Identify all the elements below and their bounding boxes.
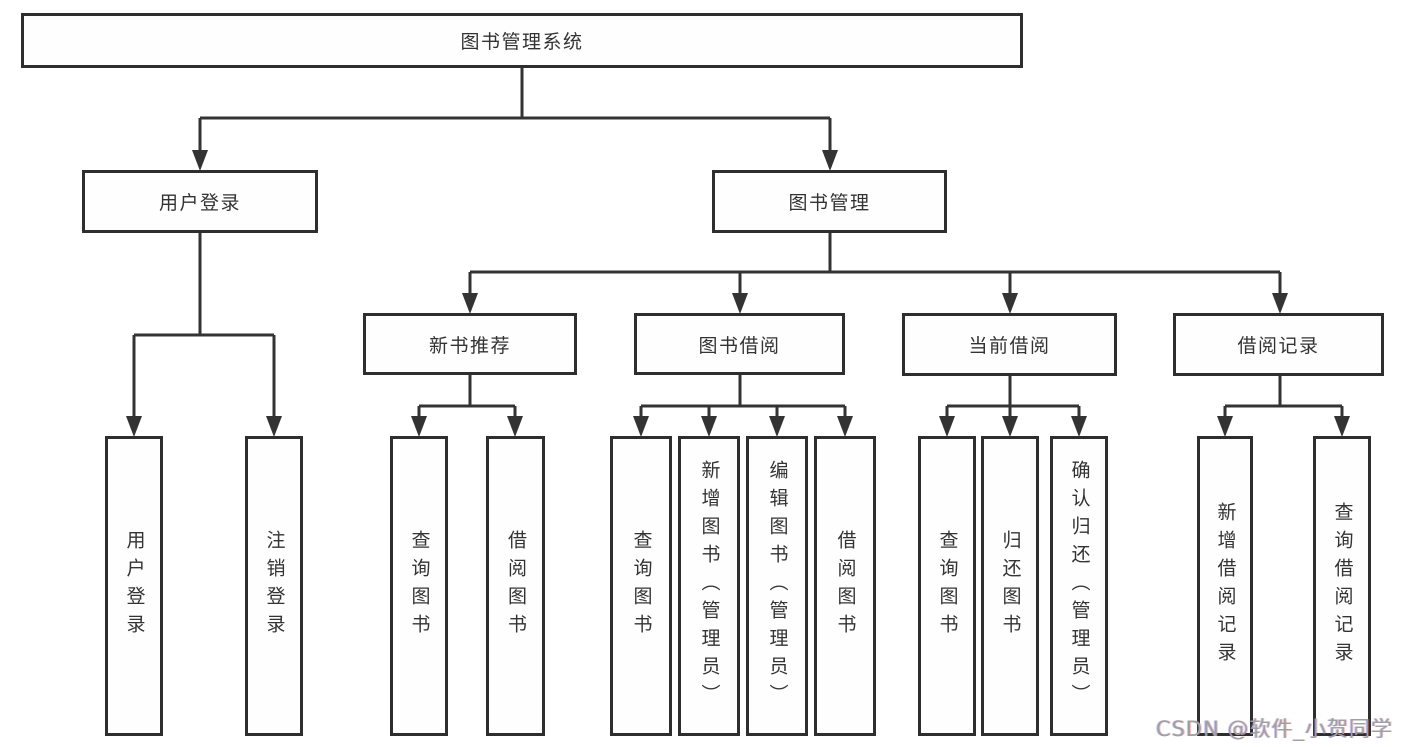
node-label: 图书管理 bbox=[788, 192, 871, 214]
leaf-user-login: 用户登录 bbox=[105, 436, 163, 736]
node-label: 查询图书 bbox=[408, 530, 431, 642]
connector-book-borrow-children bbox=[639, 375, 847, 418]
node-label: 新书推荐 bbox=[428, 334, 511, 357]
node-user-login: 用户登录 bbox=[82, 170, 318, 233]
connector-user-login-children bbox=[132, 233, 276, 418]
leaf-add-borrow-record: 新增借阅记录 bbox=[1197, 436, 1253, 736]
node-label: 查询图书 bbox=[936, 530, 959, 642]
arrowhead-nb-borrow bbox=[507, 416, 523, 437]
leaf-edit-books-admin: 编辑图书（管理员） bbox=[746, 436, 808, 736]
node-label: 确认归还（管理员） bbox=[1068, 460, 1091, 712]
node-label: 新增借阅记录 bbox=[1214, 502, 1237, 670]
leaf-query-books-recommend: 查询图书 bbox=[390, 436, 448, 736]
leaf-borrow-books-recommend: 借阅图书 bbox=[486, 436, 545, 736]
leaf-add-books-admin: 新增图书（管理员） bbox=[678, 436, 740, 736]
node-label: 借阅记录 bbox=[1237, 335, 1320, 357]
connector-new-book-rec-children bbox=[417, 375, 517, 418]
node-label: 归还图书 bbox=[999, 530, 1022, 642]
leaf-query-books-current: 查询图书 bbox=[918, 436, 976, 736]
node-borrowing-records: 借阅记录 bbox=[1173, 313, 1384, 376]
arrowhead-user-login bbox=[192, 150, 208, 171]
arrowhead-cb-return bbox=[1002, 416, 1018, 437]
arrowhead-ul-logout bbox=[266, 416, 282, 437]
arrowhead-br-query bbox=[1334, 416, 1350, 437]
arrowhead-cb-query bbox=[939, 416, 955, 437]
arrowhead-nb-query bbox=[411, 416, 427, 437]
arrowhead-br-add bbox=[1217, 416, 1233, 437]
arrowhead-bb-borrow bbox=[837, 416, 853, 437]
arrowhead-book-borrow bbox=[732, 293, 748, 314]
node-new-book-recommendation: 新书推荐 bbox=[363, 313, 577, 375]
node-label: 图书借阅 bbox=[698, 334, 781, 357]
arrowhead-new-book-rec bbox=[462, 293, 478, 314]
connector-borrow-record-children bbox=[1223, 376, 1344, 418]
leaf-return-books: 归还图书 bbox=[981, 436, 1039, 736]
node-book-borrowing: 图书借阅 bbox=[634, 313, 845, 375]
node-label: 当前借阅 bbox=[968, 335, 1051, 357]
node-label: 编辑图书（管理员） bbox=[766, 460, 789, 712]
node-library-management-system: 图书管理系统 bbox=[21, 13, 1023, 68]
leaf-query-books-borrow: 查询图书 bbox=[610, 436, 672, 736]
node-label: 注销登录 bbox=[263, 530, 286, 642]
csdn-watermark: CSDN @软件_小贺同学 bbox=[1155, 717, 1393, 741]
leaf-query-borrow-record: 查询借阅记录 bbox=[1313, 436, 1371, 736]
node-current-borrowing: 当前借阅 bbox=[902, 313, 1117, 376]
arrowhead-bb-edit bbox=[769, 416, 785, 437]
leaf-borrow-books: 借阅图书 bbox=[814, 436, 876, 736]
node-label: 新增图书（管理员） bbox=[698, 460, 721, 712]
arrowhead-bb-add bbox=[701, 416, 717, 437]
arrowhead-borrow-record bbox=[1272, 293, 1288, 314]
connector-current-borrow-children bbox=[945, 376, 1081, 418]
arrowhead-ul-login bbox=[126, 416, 142, 437]
leaf-confirm-return-admin: 确认归还（管理员） bbox=[1050, 436, 1108, 736]
arrowhead-cb-confirm bbox=[1071, 416, 1087, 437]
arrowhead-current-borrow bbox=[1002, 293, 1018, 314]
leaf-logout: 注销登录 bbox=[245, 436, 303, 736]
connector-book-mgmt-children bbox=[468, 233, 1282, 295]
node-label: 借阅图书 bbox=[505, 530, 527, 642]
node-label: 图书管理系统 bbox=[460, 31, 584, 53]
node-label: 查询借阅记录 bbox=[1331, 502, 1354, 670]
arrowhead-bb-query bbox=[633, 416, 649, 437]
node-label: 用户登录 bbox=[123, 530, 146, 642]
node-book-management: 图书管理 bbox=[712, 170, 947, 233]
arrowhead-book-mgmt bbox=[822, 150, 838, 171]
node-label: 借阅图书 bbox=[834, 530, 857, 642]
connector-root-to-level1 bbox=[198, 68, 832, 152]
node-label: 用户登录 bbox=[158, 192, 241, 214]
node-label: 查询图书 bbox=[630, 530, 653, 642]
